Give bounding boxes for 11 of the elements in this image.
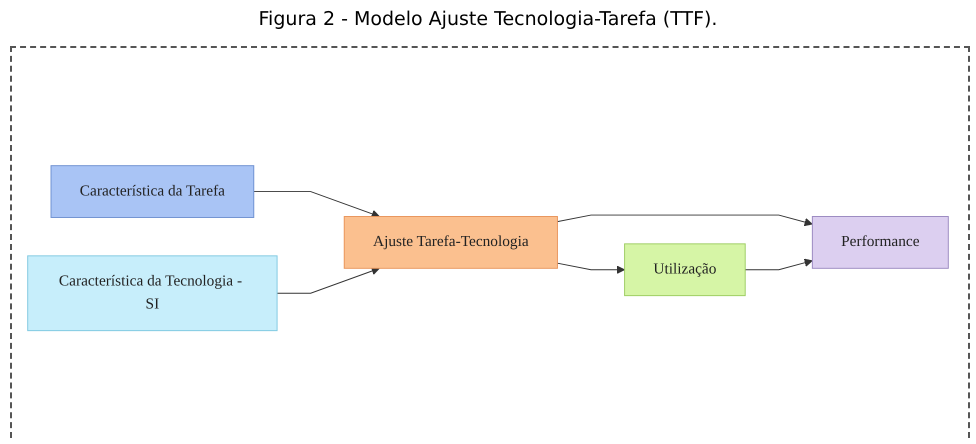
figure-title: Figura 2 - Modelo Ajuste Tecnologia-Tarefa (TTF).: [258, 8, 718, 30]
arrow: [556, 262, 625, 274]
arrow: [276, 266, 380, 294]
node-box: Utilização: [624, 243, 746, 296]
arrow: [253, 190, 380, 218]
arrow: [556, 214, 813, 226]
arrow: [744, 258, 813, 270]
node-box: Característica da Tarefa: [50, 165, 254, 218]
node-box: Performance: [812, 216, 949, 269]
node-box: Ajuste Tarefa-Tecnologia: [344, 216, 558, 269]
node-box: Característica da Tecnologia - SI: [27, 255, 278, 331]
